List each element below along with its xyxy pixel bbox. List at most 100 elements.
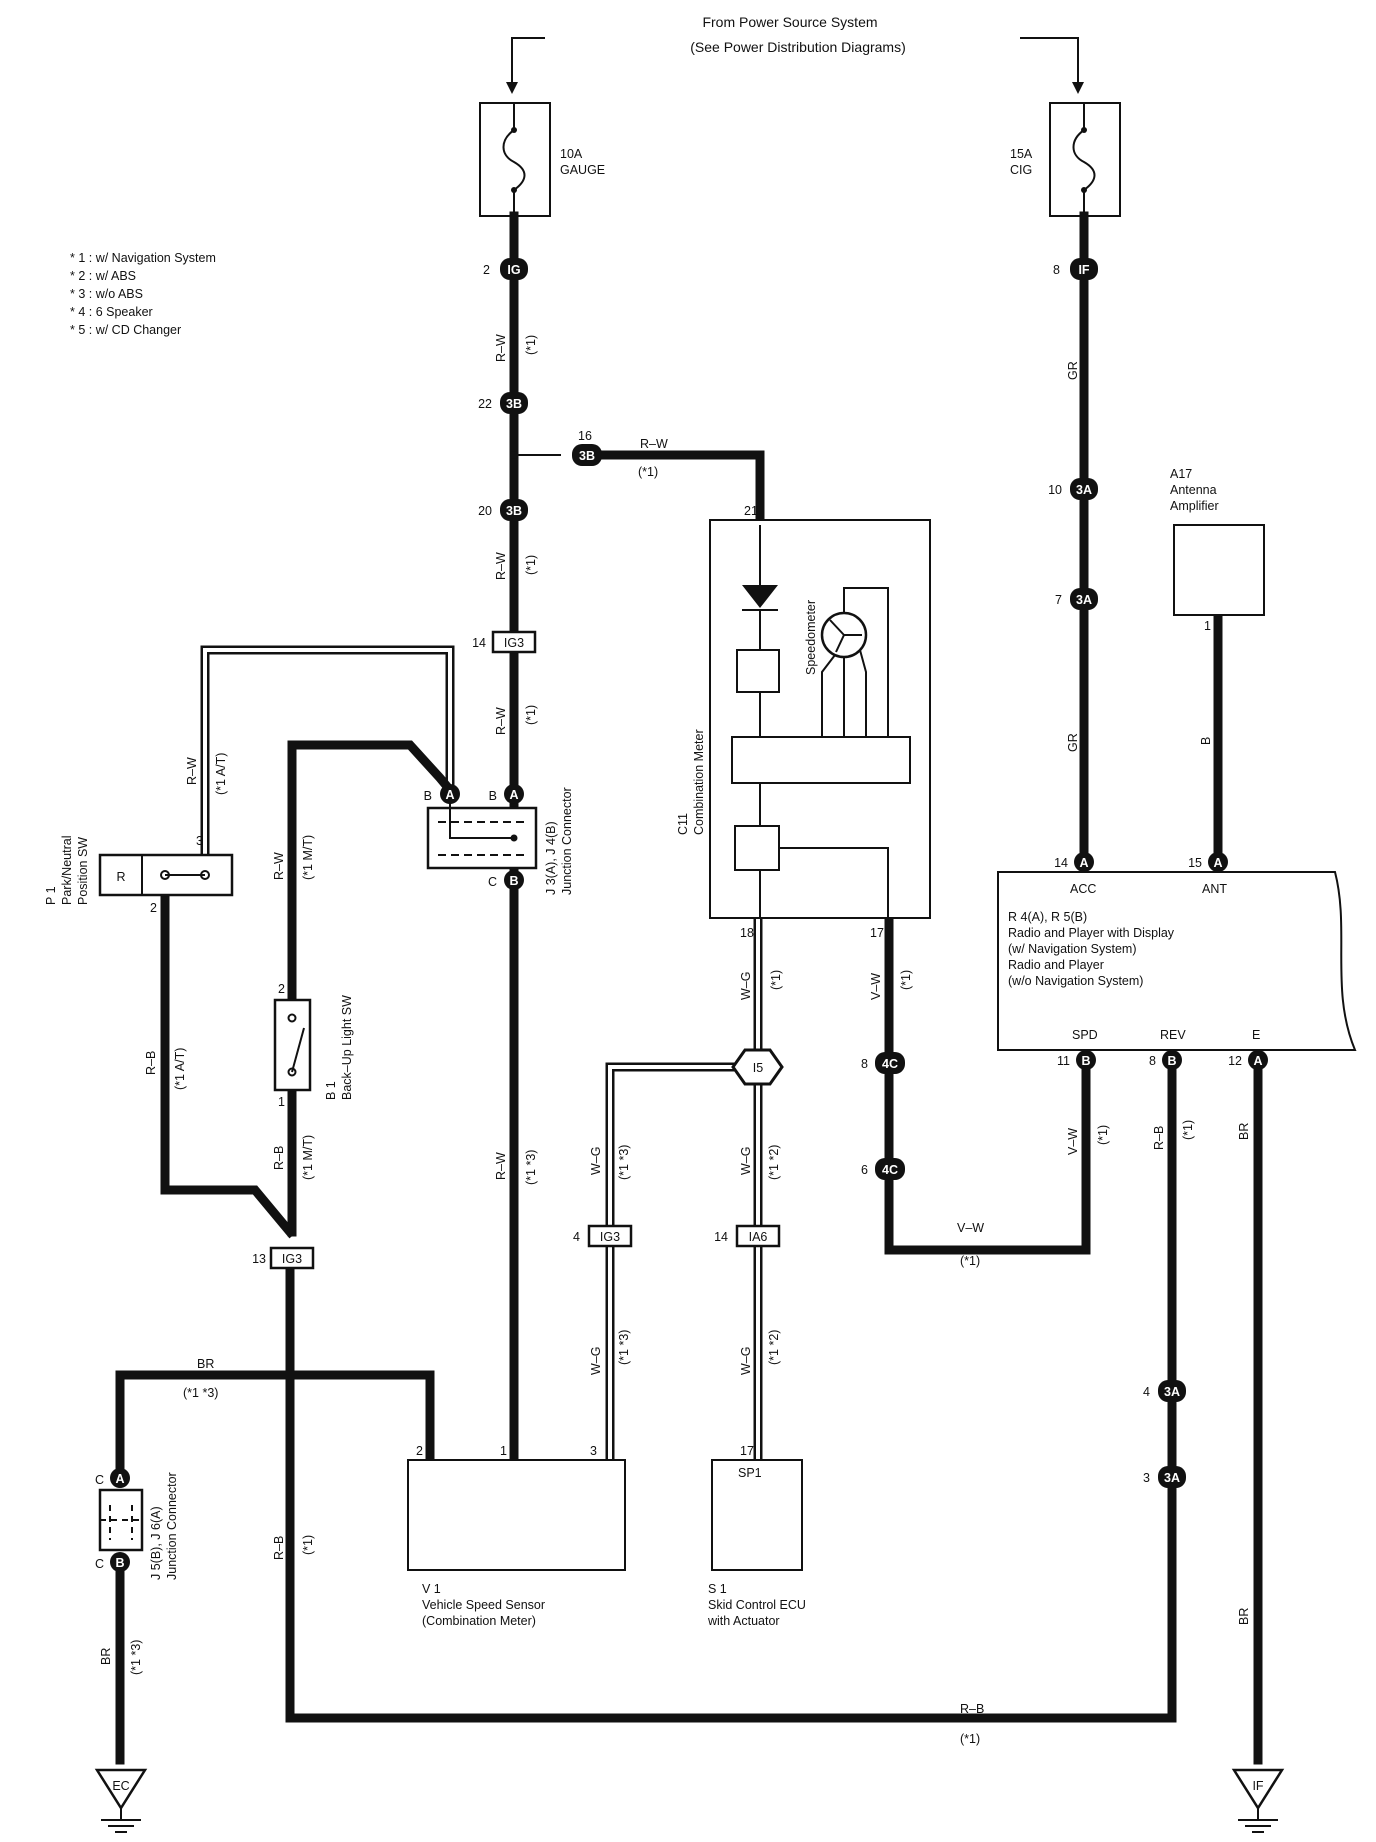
svg-text:1: 1 bbox=[500, 1444, 507, 1458]
svg-text:17: 17 bbox=[870, 926, 884, 940]
svg-text:3A: 3A bbox=[1076, 483, 1092, 497]
svg-text:SPD: SPD bbox=[1072, 1028, 1098, 1042]
svg-text:Amplifier: Amplifier bbox=[1170, 499, 1219, 513]
svg-text:2: 2 bbox=[150, 901, 157, 915]
svg-text:REV: REV bbox=[1160, 1028, 1186, 1042]
svg-text:6: 6 bbox=[861, 1163, 868, 1177]
svg-text:V 1: V 1 bbox=[422, 1582, 441, 1596]
svg-text:V–W: V–W bbox=[1066, 1128, 1080, 1155]
svg-text:V–W: V–W bbox=[869, 973, 883, 1000]
svg-text:R–B: R–B bbox=[272, 1146, 286, 1170]
connector-3b-20: 3B 20 bbox=[478, 499, 528, 521]
svg-text:16: 16 bbox=[578, 429, 592, 443]
svg-text:14: 14 bbox=[1054, 856, 1068, 870]
svg-text:B: B bbox=[115, 1556, 124, 1570]
fuse-cig-rating: 15A bbox=[1010, 147, 1033, 161]
svg-text:(*1): (*1) bbox=[524, 555, 538, 575]
connector-3a-7: 3A 7 bbox=[1055, 588, 1098, 610]
fuse-cig-name: CIG bbox=[1010, 163, 1032, 177]
header-line1: From Power Source System bbox=[702, 14, 877, 30]
svg-text:(Combination Meter): (Combination Meter) bbox=[422, 1614, 536, 1628]
svg-text:(*1 *3): (*1 *3) bbox=[617, 1145, 631, 1180]
svg-text:IG3: IG3 bbox=[504, 636, 524, 650]
svg-text:R–W: R–W bbox=[494, 334, 508, 362]
svg-text:Antenna: Antenna bbox=[1170, 483, 1217, 497]
svg-text:22: 22 bbox=[478, 397, 492, 411]
svg-text:ACC: ACC bbox=[1070, 882, 1096, 896]
svg-text:(*1): (*1) bbox=[638, 465, 658, 479]
note-4: * 4 : 6 Speaker bbox=[70, 305, 153, 319]
svg-text:(w/ Navigation System): (w/ Navigation System) bbox=[1008, 942, 1137, 956]
svg-text:(w/o Navigation System): (w/o Navigation System) bbox=[1008, 974, 1143, 988]
svg-text:R: R bbox=[116, 870, 125, 884]
svg-text:IF: IF bbox=[1078, 263, 1089, 277]
svg-text:Vehicle Speed Sensor: Vehicle Speed Sensor bbox=[422, 1598, 545, 1612]
svg-text:R–W: R–W bbox=[640, 437, 668, 451]
svg-text:J 3(A), J 4(B): J 3(A), J 4(B) bbox=[544, 821, 558, 895]
svg-text:A: A bbox=[445, 788, 454, 802]
svg-text:2: 2 bbox=[278, 982, 285, 996]
svg-text:B: B bbox=[1081, 1054, 1090, 1068]
power-source-header: From Power Source System (See Power Dist… bbox=[506, 14, 1084, 94]
svg-text:R–W: R–W bbox=[494, 707, 508, 735]
note-2: * 2 : w/ ABS bbox=[70, 269, 136, 283]
svg-text:BR: BR bbox=[99, 1648, 113, 1665]
svg-text:BR: BR bbox=[197, 1357, 214, 1371]
svg-text:3: 3 bbox=[590, 1444, 597, 1458]
connector-3a-4: 3A 4 bbox=[1143, 1380, 1186, 1402]
svg-text:(*1 *2): (*1 *2) bbox=[767, 1330, 781, 1365]
connector-4c-8: 4C 8 bbox=[861, 1052, 905, 1074]
meter-name: Combination Meter bbox=[692, 729, 706, 835]
svg-text:(*1): (*1) bbox=[301, 1535, 315, 1555]
svg-text:R–B: R–B bbox=[960, 1702, 984, 1716]
park-neutral-switch: R 3 2 P 1 Park/Neutral Position SW bbox=[44, 834, 234, 915]
svg-text:3B: 3B bbox=[579, 449, 595, 463]
svg-text:2: 2 bbox=[416, 1444, 423, 1458]
radio-player: R 4(A), R 5(B) Radio and Player with Dis… bbox=[997, 852, 1357, 1070]
svg-text:GR: GR bbox=[1066, 733, 1080, 752]
svg-text:(*1): (*1) bbox=[524, 335, 538, 355]
svg-text:(*1): (*1) bbox=[1096, 1125, 1110, 1145]
svg-text:R–B: R–B bbox=[144, 1051, 158, 1075]
svg-text:(*1 *3): (*1 *3) bbox=[524, 1150, 538, 1185]
junction-connector-j3-j4: A A B B B C J 3(A), J 4(B) Junction Conn… bbox=[424, 784, 574, 895]
svg-text:1: 1 bbox=[278, 1095, 285, 1109]
note-1: * 1 : w/ Navigation System bbox=[70, 251, 216, 265]
svg-text:Back–Up Light SW: Back–Up Light SW bbox=[340, 995, 354, 1100]
ground-ec: EC bbox=[94, 1768, 148, 1833]
svg-text:14: 14 bbox=[472, 636, 486, 650]
svg-text:A: A bbox=[509, 788, 518, 802]
svg-text:W–G: W–G bbox=[589, 1147, 603, 1175]
svg-text:(*1): (*1) bbox=[769, 970, 783, 990]
svg-text:20: 20 bbox=[478, 504, 492, 518]
svg-text:with Actuator: with Actuator bbox=[707, 1614, 780, 1628]
svg-text:4: 4 bbox=[573, 1230, 580, 1244]
skid-control-ecu: SP1 17 S 1 Skid Control ECU with Actuato… bbox=[707, 1444, 806, 1628]
svg-text:8: 8 bbox=[1149, 1054, 1156, 1068]
svg-text:A17: A17 bbox=[1170, 467, 1192, 481]
svg-text:W–G: W–G bbox=[739, 972, 753, 1000]
svg-text:(*1 M/T): (*1 M/T) bbox=[301, 835, 315, 880]
connector-ig-top: IG 2 bbox=[483, 258, 528, 280]
svg-text:3A: 3A bbox=[1164, 1471, 1180, 1485]
svg-text:(*1 *2): (*1 *2) bbox=[767, 1145, 781, 1180]
svg-text:R 4(A), R 5(B): R 4(A), R 5(B) bbox=[1008, 910, 1087, 924]
svg-text:A: A bbox=[1079, 856, 1088, 870]
note-3: * 3 : w/o ABS bbox=[70, 287, 143, 301]
svg-text:Skid Control ECU: Skid Control ECU bbox=[708, 1598, 806, 1612]
svg-text:(*1): (*1) bbox=[960, 1732, 980, 1746]
svg-text:Position SW: Position SW bbox=[76, 837, 90, 905]
svg-text:C: C bbox=[488, 875, 497, 889]
connector-ia6-14: IA6 14 bbox=[714, 1224, 781, 1248]
fuse-gauge-rating: 10A bbox=[560, 147, 583, 161]
svg-text:W–G: W–G bbox=[589, 1347, 603, 1375]
svg-text:(*1): (*1) bbox=[899, 970, 913, 990]
svg-text:4C: 4C bbox=[882, 1057, 898, 1071]
svg-text:(*1 M/T): (*1 M/T) bbox=[301, 1135, 315, 1180]
svg-text:13: 13 bbox=[252, 1252, 266, 1266]
backup-light-switch: 2 1 B 1 Back–Up Light SW bbox=[273, 982, 354, 1109]
svg-text:IG3: IG3 bbox=[600, 1230, 620, 1244]
fuse-cig: 15A CIG bbox=[1010, 102, 1121, 217]
connector-4c-6: 4C 6 bbox=[861, 1158, 905, 1180]
